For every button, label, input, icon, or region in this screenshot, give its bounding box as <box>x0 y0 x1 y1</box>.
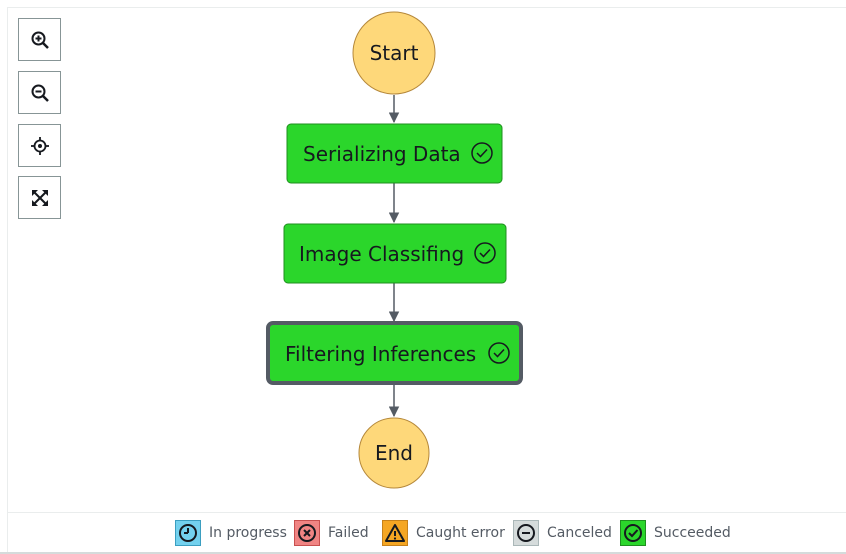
zoom-out-button[interactable] <box>18 71 61 114</box>
legend-caught-error: Caught error <box>382 519 505 547</box>
node-serializing-data[interactable]: Serializing Data <box>286 123 503 184</box>
legend-canceled-label: Canceled <box>547 525 612 541</box>
legend-failed: Failed <box>294 519 369 547</box>
zoom-out-icon <box>31 84 49 102</box>
legend-in-progress-label: In progress <box>209 525 287 541</box>
node-filtering-inferences[interactable]: Filtering Inferences <box>266 321 523 385</box>
clock-icon <box>175 520 201 546</box>
x-circle-icon <box>294 520 320 546</box>
bottom-divider <box>0 552 846 554</box>
warning-triangle-icon <box>382 520 408 546</box>
zoom-in-icon <box>31 31 49 49</box>
check-circle-icon <box>488 342 510 364</box>
fit-to-screen-button[interactable] <box>18 176 61 219</box>
legend-succeeded-label: Succeeded <box>654 525 731 541</box>
check-circle-icon <box>474 242 496 264</box>
node-filtering-inferences-label: Filtering Inferences <box>285 342 476 366</box>
minus-circle-icon <box>513 520 539 546</box>
node-image-classifing[interactable]: Image Classifing <box>283 223 507 284</box>
check-circle-icon <box>620 520 646 546</box>
node-image-classifing-label: Image Classifing <box>299 242 464 266</box>
legend-in-progress: In progress <box>175 519 287 547</box>
graph-canvas[interactable]: Start Serializing Data Image Classifing … <box>0 0 846 510</box>
node-serializing-data-label: Serializing Data <box>303 142 461 166</box>
legend-caught-error-label: Caught error <box>416 525 505 541</box>
zoom-in-button[interactable] <box>18 18 61 61</box>
node-end-label: End <box>375 441 413 465</box>
graph-panel <box>7 7 846 554</box>
legend-succeeded: Succeeded <box>620 519 731 547</box>
center-graph-button[interactable] <box>18 124 61 167</box>
status-legend: In progress Failed Caught error <box>8 512 846 552</box>
legend-canceled: Canceled <box>513 519 612 547</box>
check-circle-icon <box>471 142 493 164</box>
node-start-label: Start <box>370 41 419 65</box>
node-start[interactable]: Start <box>352 11 436 95</box>
legend-failed-label: Failed <box>328 525 369 541</box>
expand-arrows-icon <box>31 189 48 206</box>
node-end[interactable]: End <box>358 417 430 489</box>
workflow-graph: Start Serializing Data Image Classifing … <box>266 11 523 489</box>
crosshair-icon <box>30 136 49 155</box>
